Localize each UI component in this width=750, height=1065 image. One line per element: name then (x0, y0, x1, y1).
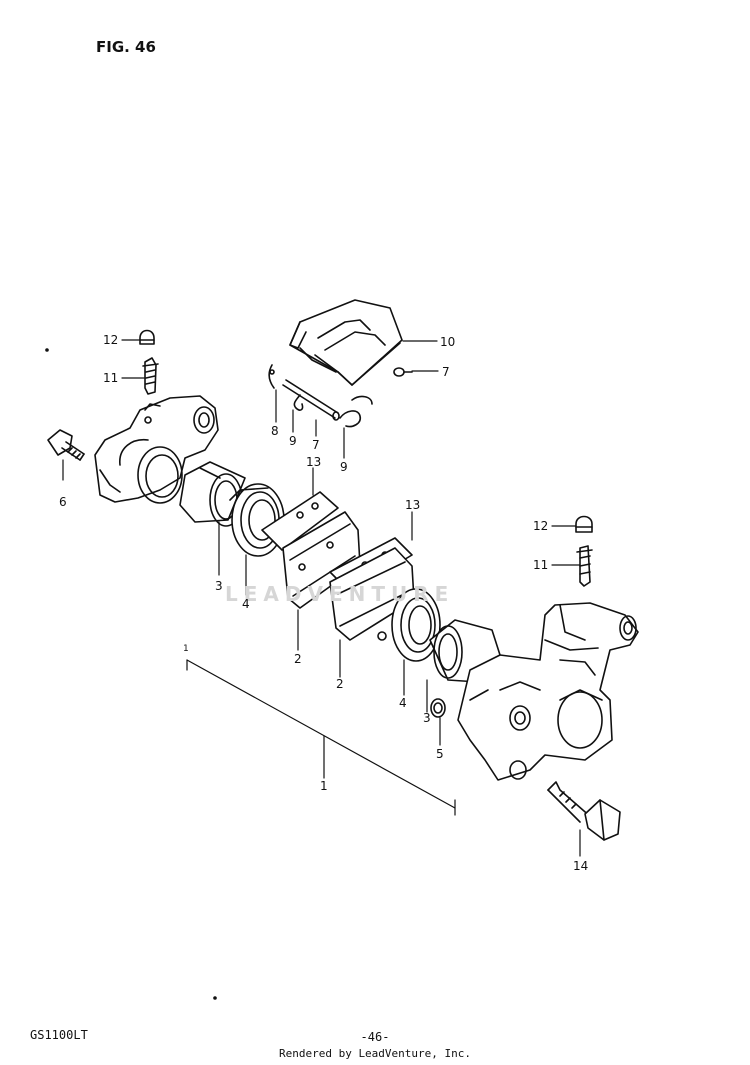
callout-5: 5 (436, 747, 444, 761)
leader-lines (62, 339, 581, 857)
stray-dot (213, 996, 217, 1000)
callout-13-right: 13 (405, 498, 421, 512)
clip-part-9-left (293, 394, 304, 411)
callout-1: 1 (320, 779, 328, 793)
callout-3-right: 3 (423, 711, 431, 725)
callout-1-top: 1 (183, 644, 189, 654)
callout-2-left: 2 (294, 652, 302, 666)
page-number: -46- (360, 1030, 390, 1044)
ring-part-5 (430, 698, 446, 718)
callout-9-left: 9 (289, 434, 297, 448)
callout-7-upper: 7 (442, 365, 450, 379)
callout-3-left: 3 (215, 579, 223, 593)
shim-part-13-left (261, 491, 339, 551)
callout-11-right: 11 (533, 558, 549, 572)
stray-dot (45, 348, 49, 352)
callout-6: 6 (59, 495, 67, 509)
callout-11-left: 11 (103, 371, 119, 385)
pad-pin-part-7 (282, 379, 340, 421)
callout-12-right: 12 (533, 519, 549, 533)
render-credit: Rendered by LeadVenture, Inc. (278, 1047, 472, 1060)
callout-13-left: 13 (306, 455, 322, 469)
clip-part-8 (268, 364, 275, 389)
bleeder-part-11-left (142, 357, 159, 395)
callout-14: 14 (573, 859, 589, 873)
callout-9-right: 9 (340, 460, 348, 474)
piston-part-3-left (179, 461, 246, 527)
pin-bolt-part-7-upper (393, 367, 413, 377)
callout-10: 10 (440, 335, 456, 349)
seal-part-4-right (391, 588, 441, 662)
bleeder-cap-part-12-left (139, 329, 155, 345)
callout-12-left: 12 (103, 333, 119, 347)
bolt-part-14 (547, 781, 621, 841)
callout-4-right: 4 (399, 696, 407, 710)
clip-part-9-right (339, 395, 373, 428)
callout-8: 8 (271, 424, 279, 438)
figure-title: FIG. 46 (96, 38, 156, 56)
bleeder-part-11-right (576, 545, 593, 587)
callout-7-lower: 7 (312, 438, 320, 452)
caliper-right-half (457, 602, 639, 781)
pad-spring-part-10 (289, 299, 403, 386)
watermark-text: LEADVENTURE (225, 582, 455, 606)
model-code: GS1100LT (30, 1028, 88, 1042)
bolt-part-6 (47, 429, 85, 461)
callout-2-right: 2 (336, 677, 344, 691)
caliper-left-half (94, 395, 219, 504)
callout-4-left: 4 (242, 597, 250, 611)
bleeder-cap-part-12-right (575, 515, 593, 533)
